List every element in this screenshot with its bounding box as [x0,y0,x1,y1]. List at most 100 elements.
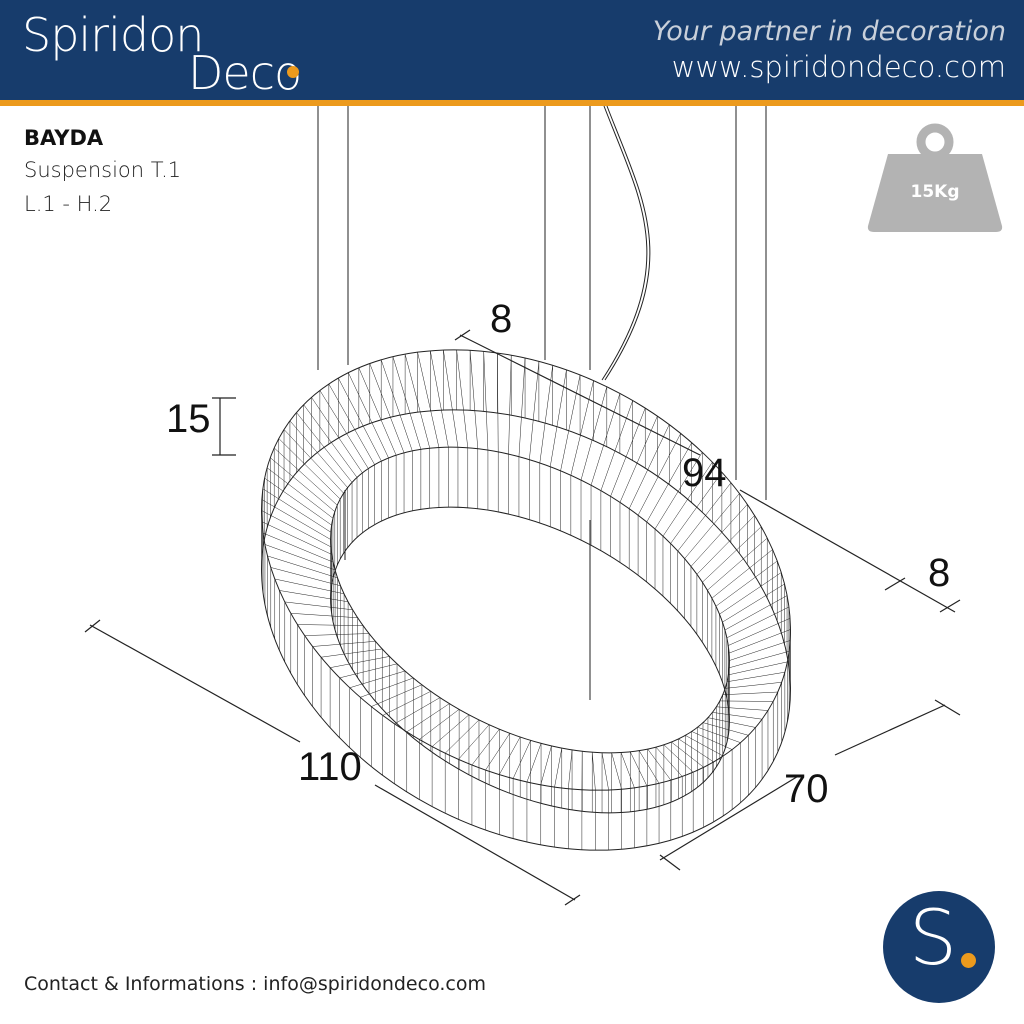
ring-hatch-line [628,424,670,509]
dim-thickness-top: 8 [490,297,512,341]
ring-hatch-line [380,359,413,451]
badge-dot [961,953,976,968]
ring-hatch-line [560,374,581,471]
tagline: Your partner in decoration [652,16,1006,47]
ring-hatch-line [590,393,621,486]
ring-hatch-line [508,355,512,455]
ring-hatch-line [526,743,542,783]
ring-hatch-line [266,467,334,519]
logo-dot [287,66,299,78]
ring-hatch-line [702,722,749,736]
ring-hatch-line [394,697,441,725]
product-name: BAYDA [24,126,104,150]
ring-hatch-line [311,397,363,473]
ring-hatch-line [591,752,596,791]
ring-hatch-line [262,532,334,563]
ring-hatch-line [339,663,398,679]
logo-text-spiridon: Spiridon [22,8,204,62]
dim-height: 15 [166,397,211,441]
ring-hatch-line [304,633,370,636]
ring-hatch-line [261,521,332,555]
ring-hatch-line [638,750,660,784]
ring-hatch-line [540,745,552,785]
ring-hatch-line [729,629,791,654]
ring-hatch-line [719,572,782,615]
ring-hatch-line [549,369,567,467]
ring-hatch-line [570,380,594,476]
product-code: L.1 - H.2 [24,192,113,216]
ring-hatch-line [647,748,672,781]
ring-hatch-line [670,472,723,544]
ring-hatch-line [497,352,499,452]
website-link[interactable]: www.spiridondeco.com [671,50,1006,84]
ring-hatch-line [278,438,341,500]
ring-hatch-line [600,400,633,491]
ring-hatch-line [279,590,349,603]
product-type: Suspension T.1 [24,158,182,182]
ring-hatch-line [267,555,338,579]
ring-hatch-line [728,618,791,646]
ring-hatch-line [611,752,622,790]
ring-hatch-line [662,462,713,537]
ring-hatch-line [431,714,470,747]
ring-hatch-line [610,408,646,497]
ring-hatch-line [371,684,423,707]
ring-hatch-line [518,358,526,457]
ring-hatch-line [458,724,490,760]
ring-hatch-line [430,350,449,448]
ring-hatch-line [654,452,703,530]
ring-hatch-line [419,709,460,740]
ring-hatch-line [330,656,390,668]
ring-inner-bottom [330,506,730,814]
ring-hatch-line [697,726,741,743]
ring-hatch-line [722,691,778,696]
logo-text-deco: Deco [188,46,302,100]
dim-inner-diameter: 94 [682,451,727,495]
ring-hatch-line [690,504,748,567]
ring-hatch-line [712,712,763,720]
ring-hatch-line [646,442,692,523]
ring-hatch-line [711,549,773,599]
ring-hatch-line [696,515,755,575]
weight-label: 15Kg [910,182,960,202]
ring-hatch-line [471,729,500,766]
ring-hatch-line [274,578,345,595]
ring-hatch-line [261,510,332,548]
ring-hatch-line [716,706,768,711]
ring-hatch-line [663,744,694,773]
brand-badge: S [883,891,995,1003]
ring-hatch-line [456,349,469,448]
ring-hatch-line [637,433,681,516]
ring-hatch-line [348,372,389,459]
ring-hatch-line [671,741,704,768]
ring-hatch-line [319,390,369,469]
ring-hatch-line [512,740,531,779]
ring-hatch-line [283,429,344,494]
ring-hatch-line [729,651,790,669]
ring-hatch-line [369,363,405,453]
ring-hatch-line [554,748,563,788]
ring-hatch-line [406,703,450,733]
ring-hatch-line [264,544,336,571]
weight-badge: 15Kg [866,122,1004,234]
ring-hatch-line [580,386,608,481]
ring-hatch-line [284,601,353,611]
dim-width: 70 [784,767,829,811]
ring-hatch-line [619,416,658,503]
ring-hatch-line [261,499,331,540]
ring-hatch-line [601,752,609,791]
ring-hatch-line [684,493,740,559]
ring-fixture [261,349,791,851]
ring-hatch-line [469,350,479,449]
ring-hatch-line [321,648,383,658]
dim-length: 110 [298,745,362,789]
ring-hatch-line [349,670,406,688]
ring-hatch-line [702,526,762,583]
ring-hatch-line [726,606,790,639]
ring-hatch-line [328,383,375,465]
ring-hatch-line [382,691,431,716]
ring-hatch-line [715,560,778,607]
ring-hatch-line [685,735,724,757]
ring-hatch-line [290,613,358,619]
ring-hatch-line [529,361,540,460]
